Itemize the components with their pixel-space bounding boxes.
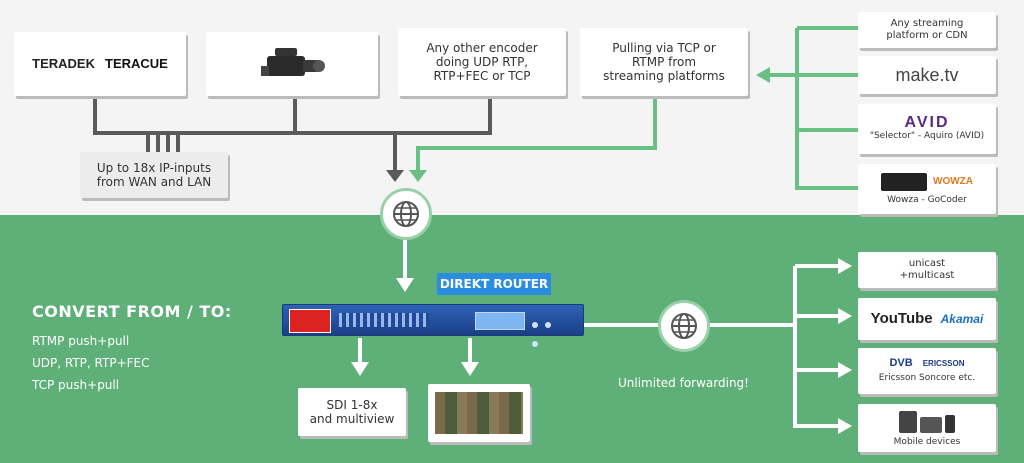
wowza-label: Wowza - GoCoder	[887, 194, 967, 205]
router-display	[475, 312, 525, 330]
wowza-logo: WOWZA	[933, 176, 973, 187]
platform-avid: AVID "Selector" - Aquiro (AVID)	[858, 104, 996, 154]
dest-unicast-line-1: unicast	[908, 258, 946, 269]
router-brand-badge	[289, 309, 331, 333]
router-tag: DIREKT ROUTER	[437, 273, 551, 295]
pulling-line-3: streaming platforms	[603, 69, 725, 83]
router-device	[282, 304, 584, 347]
convert-item-1: RTMP push+pull	[32, 334, 130, 348]
convert-title: CONVERT FROM / TO:	[32, 302, 232, 321]
other-encoder-line-3: RTP+FEC or TCP	[433, 69, 531, 83]
encoder-logos-box: TERADEK TERACUE	[14, 32, 186, 96]
video-camera-icon	[261, 48, 325, 76]
platform-any-line-1: Any streaming	[890, 18, 964, 29]
ip-inputs-line-1: Up to 18x IP-inputs	[96, 161, 212, 175]
teracue-logo: TERACUE	[105, 56, 168, 71]
dest-unicast-line-2: +multicast	[899, 270, 955, 281]
router-buttons	[531, 313, 561, 347]
router-vents	[339, 313, 429, 327]
ericsson-label: Ericsson Soncore etc.	[878, 373, 976, 383]
camera-box	[206, 32, 378, 96]
dest-mobile: Mobile devices	[858, 404, 996, 452]
maketv-logo: make.tv	[895, 65, 959, 85]
monitor-screen	[435, 392, 523, 434]
dvb-logo: DVB	[889, 357, 913, 369]
multiview-monitor	[428, 384, 530, 442]
akamai-logo: Akamai	[940, 312, 984, 326]
dest-youtube-akamai: YouTube Akamai	[858, 298, 996, 340]
convert-item-2: UDP, RTP, RTP+FEC	[32, 356, 150, 370]
convert-item-3: TCP push+pull	[32, 378, 120, 392]
youtube-logo: YouTube	[870, 310, 933, 327]
pulling-box: Pulling via TCP or RTMP from streaming p…	[580, 28, 748, 96]
pulling-line-2: RTMP from	[631, 55, 697, 69]
other-encoder-line-1: Any other encoder	[426, 41, 538, 55]
other-encoder-line-2: doing UDP RTP,	[435, 55, 529, 69]
mobile-devices-icon	[899, 409, 955, 433]
phone-icon	[881, 172, 927, 191]
globe-icon	[380, 188, 432, 240]
dest-ericsson: DVB ERICSSON Ericsson Soncore etc.	[858, 348, 996, 394]
platform-wowza: WOWZA Wowza - GoCoder	[858, 164, 996, 214]
avid-label: "Selector" - Aquiro (AVID)	[869, 130, 985, 141]
ip-inputs-line-2: from WAN and LAN	[96, 175, 212, 189]
platform-any-streaming: Any streaming platform or CDN	[858, 12, 996, 48]
pulling-line-1: Pulling via TCP or	[612, 41, 716, 55]
sdi-line-1: SDI 1-8x	[326, 398, 378, 412]
other-encoder-box: Any other encoder doing UDP RTP, RTP+FEC…	[398, 28, 566, 96]
teradek-logo: TERADEK	[32, 56, 95, 71]
mobile-label: Mobile devices	[893, 436, 961, 447]
platform-maketv: make.tv	[858, 56, 996, 94]
avid-logo: AVID	[904, 113, 950, 131]
sdi-box: SDI 1-8x and multiview	[298, 388, 406, 436]
platform-any-line-2: platform or CDN	[886, 30, 968, 41]
globe-icon-forwarding	[658, 300, 710, 352]
sdi-line-2: and multiview	[309, 412, 395, 426]
arrow-gray-down	[386, 170, 404, 182]
unlimited-forwarding: Unlimited forwarding!	[618, 376, 749, 390]
ip-inputs-box: Up to 18x IP-inputs from WAN and LAN	[80, 152, 228, 198]
ericsson-logo: ERICSSON	[922, 359, 965, 368]
dest-unicast: unicast +multicast	[858, 252, 996, 288]
